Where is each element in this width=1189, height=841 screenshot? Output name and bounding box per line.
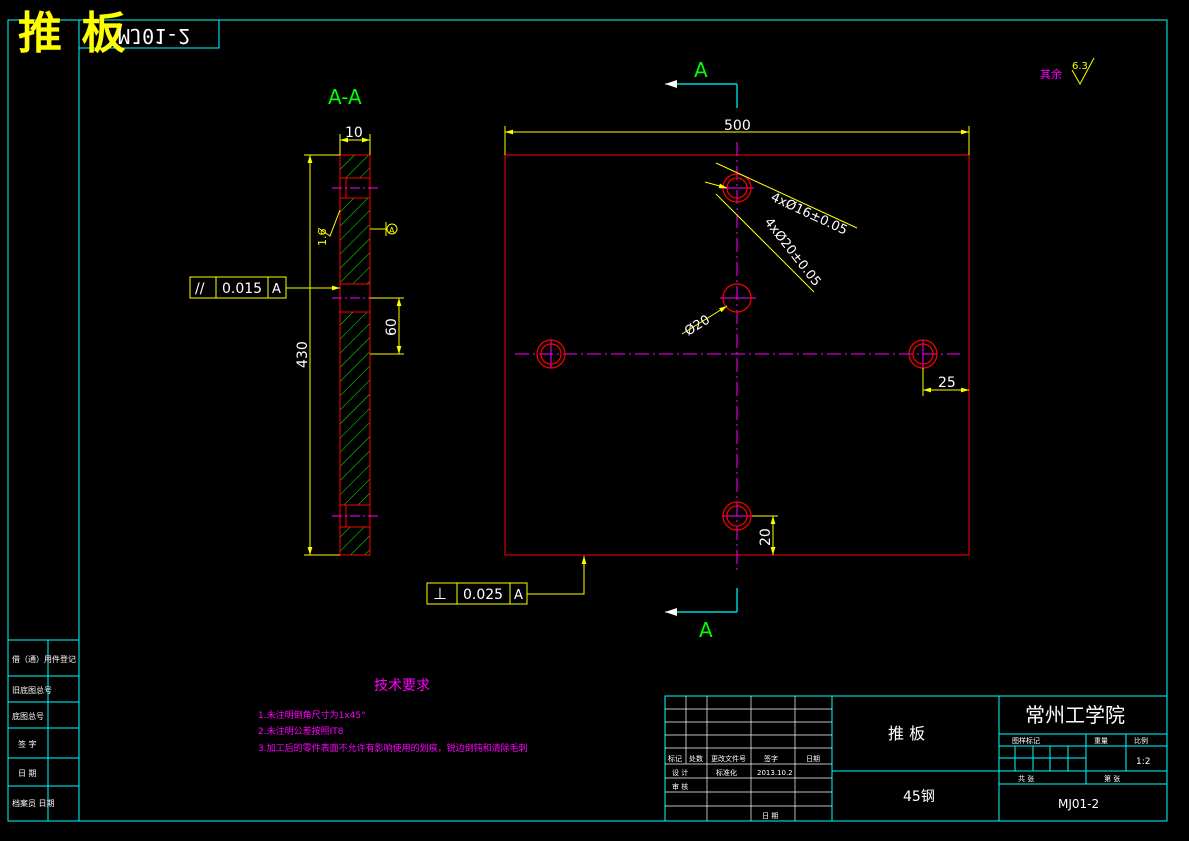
tolerance-parallel: // 0.015 A (189, 276, 340, 299)
rev-col-sign: 签字 (764, 754, 778, 763)
strip-row-6: 档案员 日期 (12, 798, 55, 808)
rev-col-doc: 更改文件号 (711, 754, 746, 763)
review-label: 审 核 (672, 782, 688, 791)
tolerance-perpendicular: ⊥ 0.025 A (426, 556, 587, 605)
standard-label: 标准化 (716, 768, 737, 777)
weight-label: 重量 (1094, 737, 1108, 745)
strip-row-3: 底图总号 (12, 711, 44, 721)
tech-requirement-1: 1.未注明倒角尺寸为1x45° (258, 709, 366, 721)
dim-height: 430 (295, 341, 311, 368)
tech-requirement-2: 2.未注明公差按照IT8 (258, 725, 344, 737)
section-marker-bottom: A (699, 618, 713, 642)
tech-requirements: 技术要求 1.未注明倒角尺寸为1x45° 2.未注明公差按照IT8 3.加工后的… (258, 678, 528, 754)
left-strip: 借（通）用件登记 旧底图总号 底图总号 签 字 日 期 档案员 日期 (8, 639, 79, 821)
hole-spec-3: Ø20 (682, 312, 713, 339)
school-name: 常州工学院 (1025, 703, 1125, 727)
perpendicular-symbol: ⊥ (433, 584, 447, 603)
drawing-title: 推 板 (18, 8, 128, 59)
section-view: A-A 10 430 (189, 85, 404, 556)
dim-hole-offset: 60 (384, 318, 400, 336)
stage-label: 图样标记 (1012, 736, 1040, 745)
section-view-label: A-A (328, 85, 362, 109)
material: 45钢 (903, 789, 935, 805)
strip-row-2: 旧底图总号 (12, 685, 52, 695)
drawing-frame (7, 19, 1168, 822)
date-label: 日 期 (762, 812, 778, 820)
scale-label: 比例 (1134, 736, 1148, 745)
roughness-other-value: 6.3 (1072, 61, 1088, 72)
dim-width: 500 (724, 118, 751, 134)
scale-value: 1:2 (1136, 757, 1150, 767)
perpendicular-datum: A (514, 588, 523, 603)
hole-spec-2: 4xØ20±0.05 (761, 215, 824, 289)
strip-row-5: 日 期 (18, 769, 37, 778)
roughness-side: 1.6 (316, 229, 329, 247)
mirrored-drawing-code: MJ01-2 (118, 24, 191, 48)
dim-edge-right: 25 (938, 375, 956, 391)
section-marker-top: A (694, 58, 708, 82)
tech-requirement-3: 3.加工后的零件表面不允许有影响使用的划痕，锐边倒钝和清除毛刺 (258, 742, 528, 754)
tech-requirements-title: 技术要求 (374, 678, 430, 694)
title-block: 标记 处数 更改文件号 签字 日期 设 计 标准化 2013.10.2 审 核 … (664, 695, 1168, 822)
strip-row-1: 借（通）用件登记 (12, 654, 76, 664)
parallel-datum: A (272, 282, 281, 297)
dim-thickness: 10 (345, 125, 363, 141)
sheet-total: 共 张 (1018, 774, 1034, 783)
design-label: 设 计 (672, 768, 688, 777)
perpendicular-value: 0.025 (463, 587, 503, 603)
front-view: 500 25 20 4xØ16±0.05 4xØ20±0.05 Ø20 (426, 58, 970, 642)
hole-markers (536, 173, 938, 531)
parallel-symbol: // (195, 281, 205, 297)
drawing-number: MJ01-2 (1058, 797, 1099, 811)
sheet-no: 第 张 (1104, 774, 1120, 783)
roughness-other-label: 其余 (1040, 67, 1062, 81)
rev-col-count: 处数 (689, 754, 703, 763)
datum-label: A (389, 226, 395, 235)
rev-col-date: 日期 (806, 755, 820, 763)
design-date: 2013.10.2 (757, 769, 793, 777)
roughness-other: 其余 6.3 (1040, 57, 1095, 86)
strip-row-4: 签 字 (18, 739, 37, 749)
parallel-value: 0.015 (222, 281, 262, 297)
rev-col-mark: 标记 (668, 754, 682, 763)
part-name: 推 板 (888, 724, 925, 743)
dim-edge-bottom: 20 (758, 528, 774, 546)
